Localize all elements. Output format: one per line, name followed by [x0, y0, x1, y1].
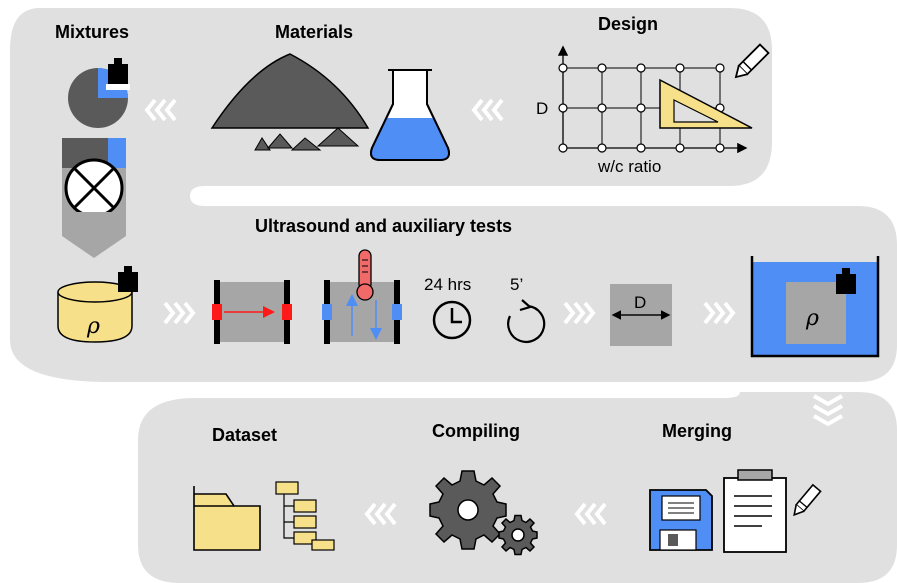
immersion-tank-icon: ρ [750, 256, 880, 358]
set-square-icon [659, 78, 753, 129]
design-y-label: D [536, 99, 548, 118]
thermometer-icon [356, 249, 374, 301]
flask-icon [370, 69, 450, 161]
chevron-right-icon [163, 301, 196, 325]
gear-icon [429, 470, 507, 550]
tree-structure-icon [275, 481, 335, 551]
balance-weight-icon [836, 268, 856, 294]
mixer-icon [62, 138, 126, 258]
transducer-icon [212, 280, 292, 344]
design-x-label: w/c ratio [597, 157, 661, 176]
immersed-density-symbol: ρ [805, 306, 819, 331]
compiling-label: Compiling [432, 421, 520, 441]
dimension-label: D [634, 293, 646, 312]
repeat-interval-label: 5’ [510, 275, 523, 294]
gear-icon [498, 514, 538, 556]
dataset-label: Dataset [212, 425, 277, 445]
balance-weight-icon [118, 266, 138, 292]
density-symbol: ρ [86, 314, 100, 339]
chevron-down-icon [813, 394, 843, 427]
density-cylinder-icon: ρ [57, 281, 133, 343]
pencil-icon [793, 483, 822, 517]
clock-icon [432, 300, 472, 340]
sand-pile-icon [210, 53, 370, 151]
folder-icon [193, 486, 261, 551]
dimension-specimen-icon: D [610, 284, 672, 346]
design-label: Design [598, 14, 658, 34]
chevron-right-icon [563, 301, 596, 325]
clipboard-icon [723, 469, 787, 553]
floppy-disk-icon [649, 489, 713, 551]
pencil-icon [734, 43, 770, 79]
materials-label: Materials [275, 22, 353, 42]
balance-weight-icon [106, 58, 130, 90]
merging-label: Merging [662, 421, 732, 441]
cure-time-label: 24 hrs [424, 275, 471, 294]
chevron-right-icon [703, 301, 736, 325]
repeat-icon [507, 299, 546, 343]
ultrasound-label: Ultrasound and auxiliary tests [255, 216, 512, 236]
mixtures-label: Mixtures [55, 22, 129, 42]
